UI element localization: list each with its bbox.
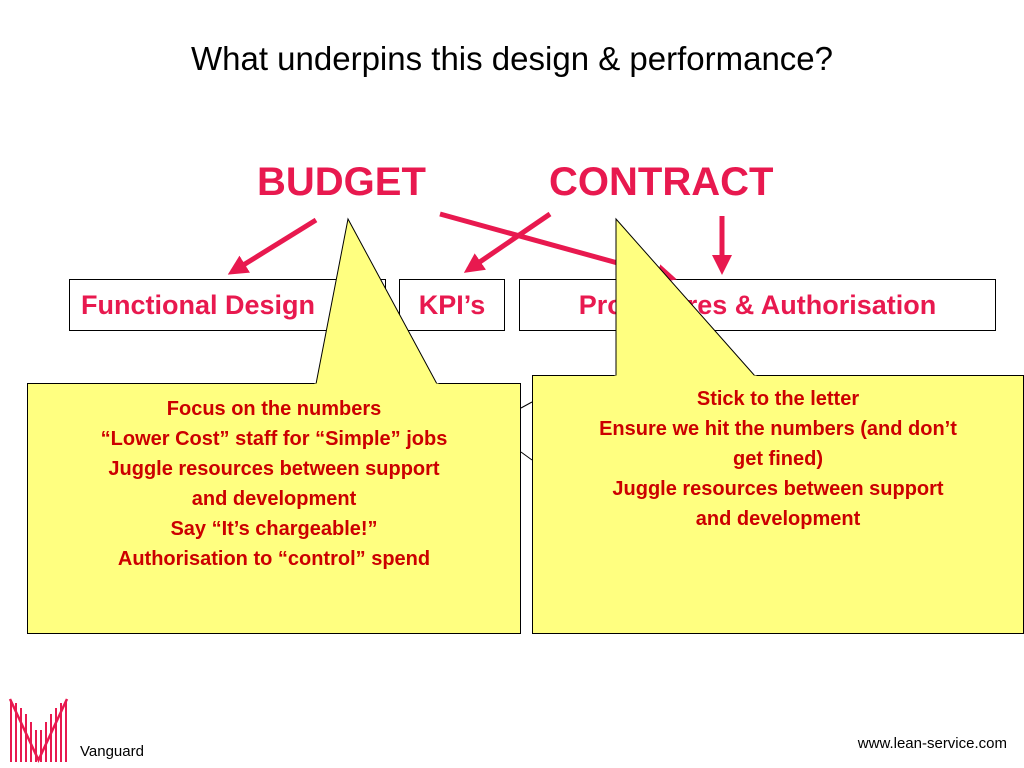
- connector-line: [520, 451, 533, 461]
- contract-callout-line: get fined): [733, 448, 823, 470]
- contract-callout-pointer: [615, 217, 757, 377]
- slide-title: What underpins this design & performance…: [190, 40, 834, 77]
- contract-callout-joint: [614, 375, 757, 379]
- footer-brand: Vanguard: [80, 743, 144, 760]
- vanguard-logo: [8, 697, 70, 763]
- budget-callout-line: Authorisation to “control” spend: [117, 548, 431, 570]
- contract-callout-line: and development: [695, 508, 861, 530]
- budget-to-functional-arrow: [227, 217, 318, 275]
- contract-callout: Stick to the letter Ensure we hit the nu…: [532, 375, 1024, 634]
- budget-heading: BUDGET: [257, 160, 426, 204]
- contract-callout-line: Stick to the letter: [696, 388, 860, 410]
- budget-callout-line: “Lower Cost” staff for “Simple” jobs: [100, 428, 448, 450]
- budget-callout-line: Juggle resources between support: [108, 458, 440, 480]
- functional-design-label: Functional Design: [81, 290, 316, 320]
- kpis-label: KPI’s: [418, 290, 486, 320]
- contract-to-kpis-arrow: [463, 211, 552, 273]
- budget-callout-line: Say “It’s chargeable!”: [170, 518, 378, 540]
- budget-callout-pointer: [315, 217, 438, 385]
- kpis-box: KPI’s: [399, 279, 505, 331]
- contract-callout-line: Ensure we hit the numbers (and don’t: [599, 418, 957, 440]
- footer-url[interactable]: www.lean-service.com: [857, 735, 1007, 752]
- budget-callout-line: Focus on the numbers: [166, 398, 382, 420]
- connector-line: [520, 401, 533, 409]
- contract-heading: CONTRACT: [549, 160, 774, 204]
- budget-callout-line: and development: [191, 488, 357, 510]
- budget-callout: Focus on the numbers “Lower Cost” staff …: [27, 383, 521, 634]
- contract-callout-line: Juggle resources between support: [612, 478, 944, 500]
- budget-callout-joint: [314, 383, 439, 387]
